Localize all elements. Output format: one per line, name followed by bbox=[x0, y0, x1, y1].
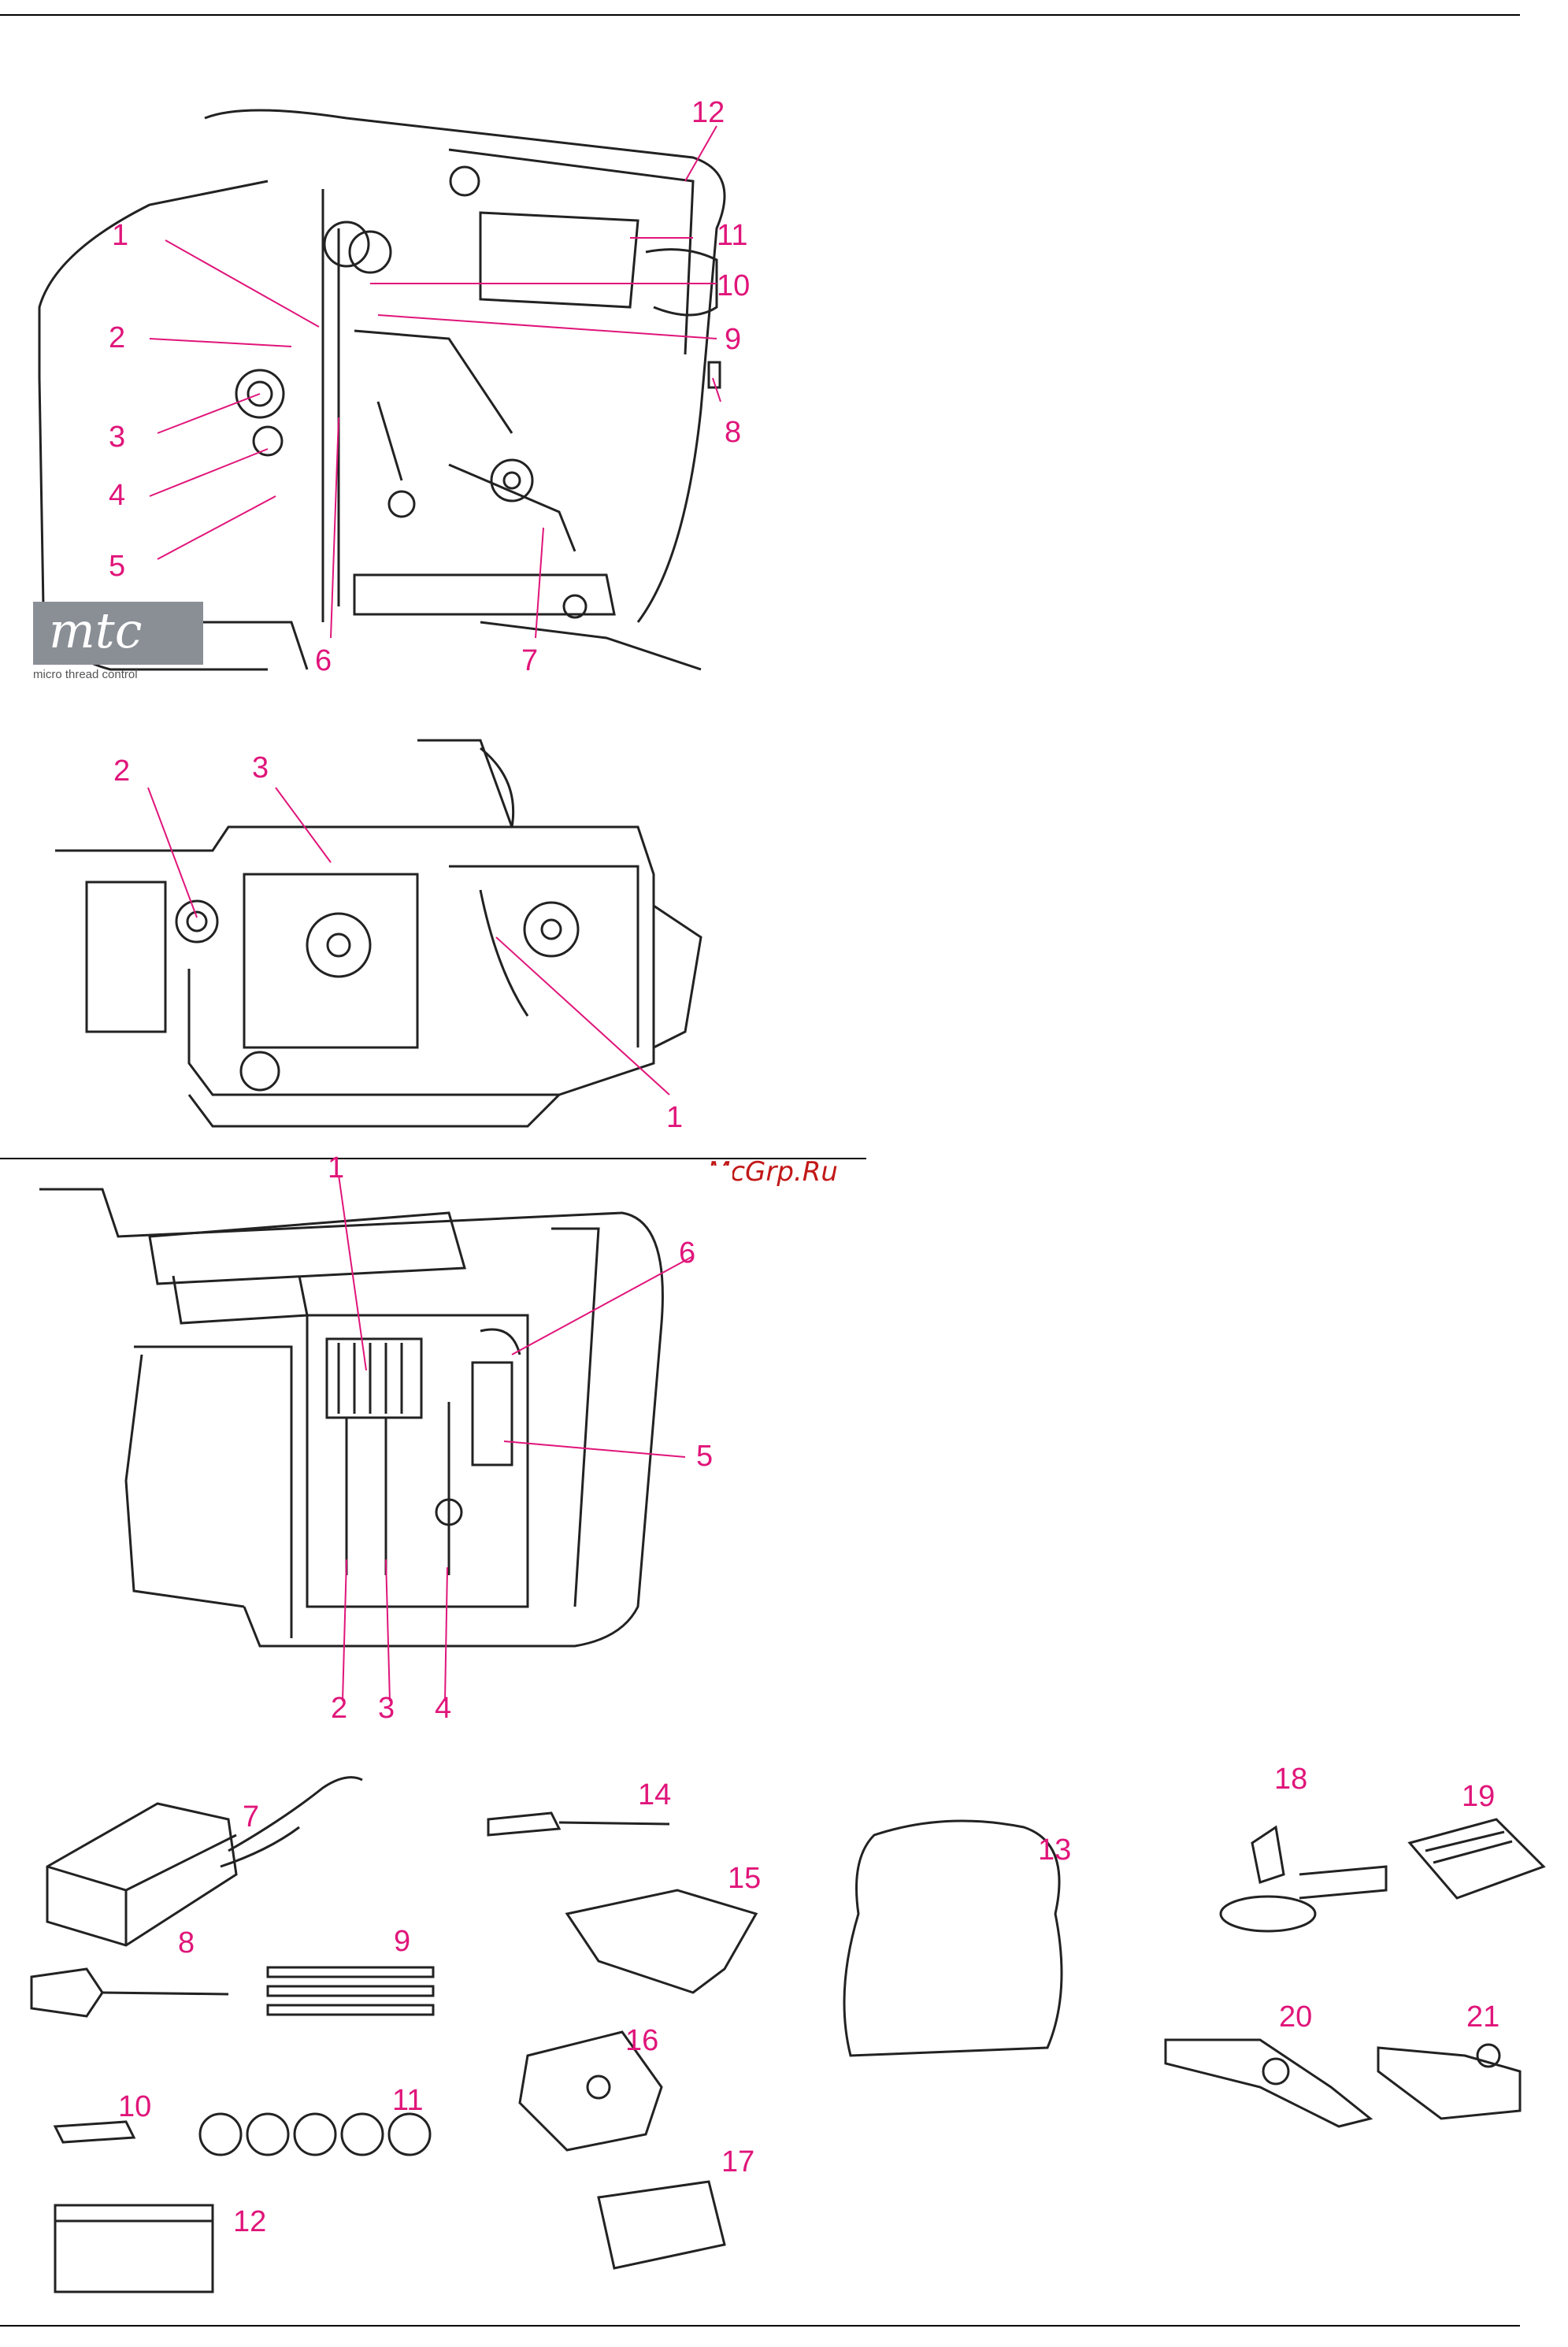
figure-looper-area: 2 3 1 bbox=[8, 732, 717, 1134]
front-label-1: 1 bbox=[112, 221, 128, 250]
front-label-8: 8 bbox=[725, 417, 741, 447]
part-10 bbox=[55, 2122, 134, 2142]
looper-label-3: 3 bbox=[252, 753, 269, 783]
spool-cap-2 bbox=[247, 2114, 288, 2155]
needle-label-4: 4 bbox=[435, 1693, 451, 1723]
mtc-logo-tagline: micro thread control bbox=[33, 668, 138, 681]
spool-cap-1 bbox=[200, 2114, 241, 2155]
acc-label-21: 21 bbox=[1466, 2002, 1499, 2032]
looper-label-2: 2 bbox=[113, 756, 130, 786]
needle-label-5: 5 bbox=[696, 1441, 713, 1471]
foot-20 bbox=[1166, 2040, 1370, 2126]
needle-label-6: 6 bbox=[679, 1238, 695, 1268]
figure-accessories: 7 8 9 10 11 12 13 14 15 16 17 18 19 20 2… bbox=[0, 1756, 1568, 2308]
accessory-pouch bbox=[55, 2205, 213, 2292]
part-15 bbox=[567, 1890, 756, 1993]
top-rule bbox=[0, 14, 1520, 16]
acc-label-16: 16 bbox=[625, 2026, 658, 2056]
acc-label-10: 10 bbox=[118, 2092, 151, 2122]
front-label-4: 4 bbox=[109, 480, 125, 510]
front-label-3: 3 bbox=[109, 422, 125, 452]
spool-cap-4 bbox=[342, 2114, 383, 2155]
needle-label-2: 2 bbox=[331, 1693, 347, 1723]
figure-needle-area: 1 2 3 4 5 6 bbox=[8, 1166, 732, 1725]
front-label-11: 11 bbox=[717, 221, 747, 250]
mtc-logo-mark: mtc bbox=[49, 606, 142, 655]
front-label-9: 9 bbox=[725, 324, 741, 354]
spool-holder bbox=[1252, 1827, 1284, 1882]
acc-label-7: 7 bbox=[243, 1802, 259, 1832]
acc-label-14: 14 bbox=[638, 1780, 671, 1810]
mtc-logo: mtc micro thread control bbox=[33, 602, 203, 687]
needle-label-1: 1 bbox=[328, 1153, 344, 1183]
front-label-7: 7 bbox=[521, 646, 538, 676]
looper-label-1: 1 bbox=[666, 1103, 683, 1133]
acc-label-15: 15 bbox=[728, 1863, 761, 1893]
looper-area-leaders bbox=[8, 732, 717, 1134]
screwdriver-small bbox=[32, 1969, 102, 2016]
acc-label-18: 18 bbox=[1274, 1764, 1307, 1794]
dust-cover bbox=[844, 1821, 1062, 2056]
spool-cap-5 bbox=[389, 2114, 430, 2155]
acc-label-11: 11 bbox=[392, 2086, 423, 2115]
acc-label-20: 20 bbox=[1279, 2002, 1312, 2032]
needle-label-3: 3 bbox=[378, 1693, 395, 1723]
acc-label-8: 8 bbox=[178, 1928, 195, 1958]
acc-label-13: 13 bbox=[1038, 1835, 1071, 1865]
front-label-12: 12 bbox=[691, 98, 725, 128]
acc-label-9: 9 bbox=[394, 1926, 410, 1956]
front-label-5: 5 bbox=[109, 551, 125, 581]
bottom-rule bbox=[0, 2325, 1520, 2327]
needle-pack bbox=[268, 1967, 433, 1977]
trim-tray bbox=[599, 2182, 725, 2268]
acc-label-12: 12 bbox=[233, 2207, 266, 2237]
needle-area-leaders bbox=[8, 1166, 732, 1725]
front-label-10: 10 bbox=[717, 271, 750, 301]
screwdriver-large bbox=[488, 1813, 559, 1835]
spool-cap-3 bbox=[295, 2114, 335, 2155]
acc-label-19: 19 bbox=[1462, 1782, 1495, 1811]
needle-box bbox=[1410, 1819, 1544, 1898]
front-label-6: 6 bbox=[315, 646, 332, 676]
acc-label-17: 17 bbox=[721, 2147, 754, 2177]
front-label-2: 2 bbox=[109, 323, 125, 353]
